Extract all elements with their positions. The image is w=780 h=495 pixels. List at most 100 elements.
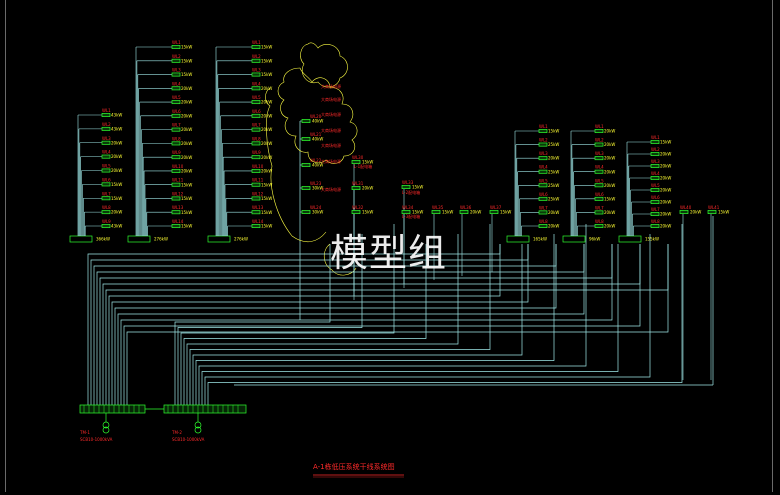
breaker	[431, 210, 441, 214]
breaker	[351, 186, 361, 190]
circuit-id: WL4	[651, 171, 660, 176]
branch-load-label: 15kW	[412, 210, 423, 215]
breaker	[650, 176, 660, 180]
branch-load-label: 15kW	[181, 58, 192, 63]
circuit-id: WL8	[172, 136, 181, 141]
main-feeder	[177, 234, 363, 405]
branch-load-label: 30kW	[312, 186, 323, 191]
main-feeder	[90, 244, 529, 405]
branch-load-label: 15kW	[261, 182, 272, 187]
breaker	[251, 72, 261, 77]
main-feeder	[207, 224, 683, 405]
breaker	[594, 142, 604, 147]
transformer-label: TM-1	[79, 430, 90, 435]
circuit-id: WL4	[595, 165, 604, 170]
branch-load-label: 15kW	[718, 210, 729, 215]
breaker	[594, 196, 604, 201]
breaker	[251, 224, 261, 228]
circuit-id: WL3	[252, 68, 261, 73]
breaker	[707, 210, 717, 214]
branch-load-label: 25kW	[548, 169, 559, 174]
branch-load-label: 20kW	[660, 164, 671, 169]
circuit-id: WL5	[651, 183, 660, 188]
breaker	[594, 129, 604, 133]
transformer-rating: SCB10-1000kVA	[80, 437, 113, 442]
breaker	[489, 210, 499, 214]
revision-cloud	[300, 42, 348, 88]
panel-note: L-1配电箱	[354, 163, 372, 169]
circuit-id: WL1	[595, 124, 604, 129]
breaker	[538, 129, 548, 133]
branch-load-label: 15kW	[500, 210, 511, 215]
circuit-id: WL2	[252, 54, 261, 59]
branch-load-label: 15kW	[412, 185, 423, 190]
branch-load-label: 15kW	[181, 182, 192, 187]
circuit-id: WL30	[352, 155, 364, 160]
branch-load-label: 20kW	[181, 127, 192, 132]
breaker	[171, 210, 181, 215]
breaker	[538, 142, 548, 147]
branch-load-label: 20kW	[548, 224, 559, 229]
branch-load-label: 20kW	[111, 140, 122, 145]
transformer-label: TM-2	[171, 430, 182, 435]
cloud-note: 大商场电源	[321, 158, 341, 164]
breaker	[171, 155, 181, 160]
main-feeder	[120, 244, 613, 405]
circuit-id: WL41	[708, 205, 720, 210]
revision-cloud	[277, 67, 358, 164]
branch-load-label: 15kW	[181, 210, 192, 215]
breaker	[538, 183, 548, 188]
circuit-id: WL8	[539, 219, 548, 224]
branch-load-label: 15kW	[604, 196, 615, 201]
circuit-id: WL10	[252, 164, 264, 169]
breaker	[251, 86, 261, 91]
circuit-id: WL40	[680, 205, 692, 210]
branch-load-label: 15kW	[261, 210, 272, 215]
branch-load-label: 40kW	[312, 119, 323, 124]
branch-load-label: 20kW	[690, 210, 701, 215]
breaker	[301, 210, 311, 214]
distribution-cabinet	[127, 235, 151, 243]
branch-load-label: 20kW	[261, 169, 272, 174]
breaker	[301, 119, 311, 123]
branch-load-label: 15kW	[181, 224, 192, 229]
circuit-id: WL7	[172, 123, 181, 128]
cloud-note: 大商场电源	[321, 127, 341, 133]
branch-load-label: 15kW	[548, 129, 559, 134]
circuit-id: WL9	[102, 219, 111, 224]
branch-load-label: 20kW	[548, 156, 559, 161]
circuit-id: WL4	[172, 81, 181, 86]
cloud-note: 大商场电源	[321, 111, 341, 117]
breaker	[301, 163, 311, 167]
breaker	[538, 196, 548, 201]
branch-load-label: 20kW	[181, 169, 192, 174]
circuit-id: WL31	[352, 181, 364, 186]
branch-load-label: 20kW	[660, 212, 671, 217]
breaker	[251, 45, 261, 49]
breaker	[301, 186, 311, 190]
circuit-id: WL12	[252, 191, 264, 196]
breaker	[538, 156, 548, 161]
distribution-cabinet	[506, 235, 530, 243]
circuit-id: WL3	[651, 159, 660, 164]
branch-load-label: 25kW	[548, 142, 559, 147]
breaker	[171, 86, 181, 91]
branch-load-label: 20kW	[604, 129, 615, 134]
breaker	[594, 169, 604, 174]
breaker	[171, 224, 181, 228]
breaker	[679, 210, 689, 214]
circuit-id: WL6	[172, 109, 181, 114]
branch-load-label: 40kW	[312, 137, 323, 142]
branch-load-label: 20kW	[548, 210, 559, 215]
branch-load-label: 20kW	[604, 142, 615, 147]
breaker	[171, 113, 181, 118]
branch-load-label: 15kW	[442, 210, 453, 215]
drawing-frame	[5, 0, 773, 492]
breaker	[171, 127, 181, 132]
circuit-id: WL13	[252, 205, 264, 210]
distribution-cabinet	[618, 235, 642, 243]
breaker	[171, 141, 181, 146]
branch-load-label: 15kW	[261, 72, 272, 77]
cloud-note: 大商场电源	[321, 96, 341, 102]
breaker	[251, 127, 261, 132]
